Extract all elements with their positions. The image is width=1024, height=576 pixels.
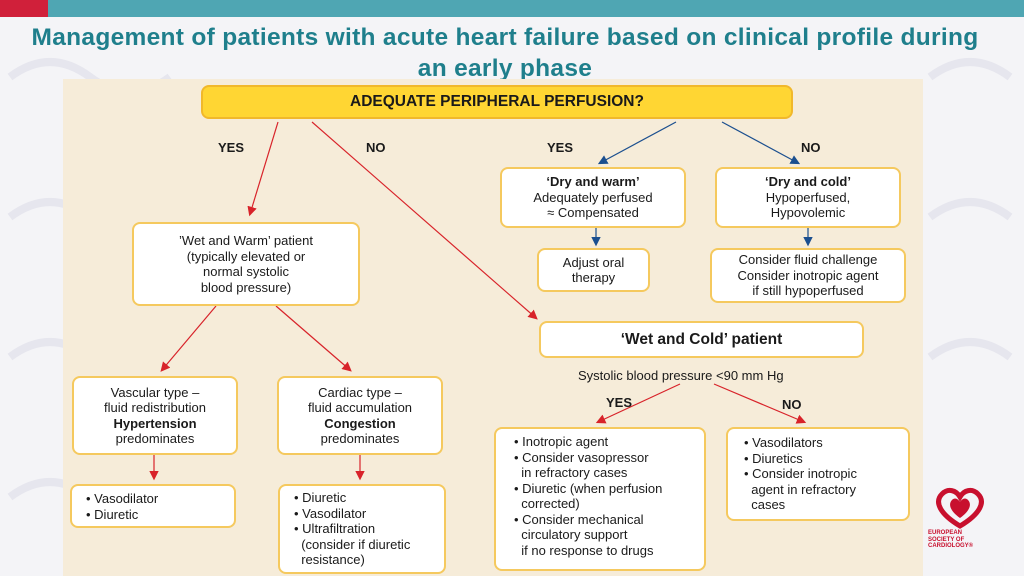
- esc-logo-line: CARDIOLOGY®: [928, 543, 974, 549]
- low-bp-tx-line: if no response to drugs: [514, 542, 654, 558]
- dry-cold-box: ‘Dry and cold’ Hypoperfused, Hypovolemic: [715, 167, 901, 228]
- adjust-oral-line: therapy: [571, 270, 616, 285]
- label-yes-right: YES: [547, 140, 574, 155]
- cardiac-tx-line: • Diuretic: [294, 490, 347, 505]
- fluid-challenge-line: Consider inotropic agent: [737, 267, 879, 283]
- normal-bp-tx-line: • Vasodilators: [744, 435, 823, 450]
- fluid-challenge-line: if still hypoperfused: [752, 283, 864, 299]
- fluid-challenge-line: Consider fluid challenge: [738, 252, 878, 268]
- esc-logo-line: EUROPEAN: [928, 530, 963, 536]
- dry-cold-title: ‘Dry and cold’: [765, 174, 851, 190]
- dry-warm-title: ‘Dry and warm’: [546, 174, 640, 190]
- label-no-bottom: NO: [782, 397, 802, 412]
- label-yes-left: YES: [218, 140, 245, 155]
- wet-cold-criterion: Systolic blood pressure <90 mm Hg: [578, 368, 784, 383]
- low-bp-treatment-box: • Inotropic agent • Consider vasopressor…: [494, 427, 706, 571]
- esc-logo-line: SOCIETY OF: [928, 536, 965, 543]
- wet-warm-line: normal systolic: [203, 264, 289, 279]
- normal-bp-tx-line: agent in refractory: [744, 481, 856, 497]
- dry-cold-line: Hypovolemic: [770, 205, 846, 221]
- vascular-line: fluid redistribution: [104, 400, 206, 415]
- dry-warm-box: ‘Dry and warm’ Adequately perfused ≈ Com…: [500, 167, 686, 228]
- wet-warm-title: ’Wet and Warm’ patient: [179, 233, 313, 248]
- vascular-line: predominates: [115, 431, 195, 446]
- cardiac-line: fluid accumulation: [307, 400, 413, 415]
- dry-cold-line: Hypoperfused,: [765, 189, 851, 205]
- cardiac-line-bold: Congestion: [324, 415, 396, 431]
- normal-bp-tx-line: • Diuretics: [744, 450, 803, 466]
- cardiac-line: Cardiac type –: [318, 384, 402, 400]
- low-bp-tx-line: circulatory support: [514, 527, 628, 542]
- slide-title: Management of patients with acute heart …: [31, 24, 979, 82]
- label-no-right: NO: [801, 140, 821, 155]
- label-yes-bottom: YES: [606, 395, 633, 410]
- normal-bp-treatment-box: • Vasodilators • Diuretics • Consider in…: [726, 427, 910, 521]
- cardiac-tx-line: • Vasodilator: [294, 505, 367, 521]
- label-no-left: NO: [366, 140, 386, 155]
- cardiac-treatment-box: • Diuretic • Vasodilator • Ultrafiltrati…: [278, 484, 446, 574]
- cardiac-tx-line: • Ultrafiltration: [294, 521, 376, 536]
- esc-heart-logo-icon: [936, 487, 984, 529]
- fluid-challenge-box: Consider fluid challenge Consider inotro…: [710, 248, 906, 303]
- wet-cold-box: ‘Wet and Cold’ patient: [539, 321, 864, 358]
- vascular-line: Vascular type –: [110, 384, 200, 400]
- vascular-tx-line: • Diuretic: [86, 506, 139, 522]
- vascular-line-bold: Hypertension: [113, 415, 197, 431]
- normal-bp-tx-line: • Consider inotropic: [744, 466, 857, 481]
- top-accent-red-block: [0, 0, 48, 17]
- wet-warm-line: blood pressure): [200, 279, 292, 295]
- dry-warm-line: ≈ Compensated: [547, 205, 639, 221]
- dry-warm-line: Adequately perfused: [533, 189, 653, 205]
- cardiac-tx-line: resistance): [294, 552, 365, 567]
- cardiac-line: predominates: [320, 431, 400, 446]
- low-bp-tx-line: • Diuretic (when perfusion: [514, 480, 663, 496]
- low-bp-tx-line: in refractory cases: [514, 465, 628, 480]
- low-bp-tx-line: • Inotropic agent: [514, 434, 609, 449]
- wet-warm-box: ’Wet and Warm’ patient (typically elevat…: [132, 222, 360, 306]
- wet-warm-line: (typically elevated or: [186, 248, 306, 264]
- vascular-tx-line: • Vasodilator: [86, 491, 159, 506]
- cardiac-type-box: Cardiac type – fluid accumulation Conges…: [277, 376, 443, 455]
- normal-bp-tx-line: cases: [744, 497, 786, 512]
- cardiac-tx-line: (consider if diuretic: [294, 536, 411, 552]
- low-bp-tx-line: • Consider vasopressor: [514, 449, 649, 465]
- vascular-type-box: Vascular type – fluid redistribution Hyp…: [72, 376, 238, 455]
- perfusion-question-box: ADEQUATE PERIPHERAL PERFUSION?: [201, 85, 793, 119]
- esc-logo-text: EUROPEAN SOCIETY OF CARDIOLOGY®: [928, 530, 992, 550]
- adjust-oral-line: Adjust oral: [562, 254, 625, 270]
- vascular-treatment-box: • Vasodilator • Diuretic: [70, 484, 236, 528]
- low-bp-tx-line: • Consider mechanical: [514, 511, 644, 527]
- adjust-oral-box: Adjust oral therapy: [537, 248, 650, 292]
- low-bp-tx-line: corrected): [514, 496, 580, 511]
- top-accent-bar: [0, 0, 1024, 17]
